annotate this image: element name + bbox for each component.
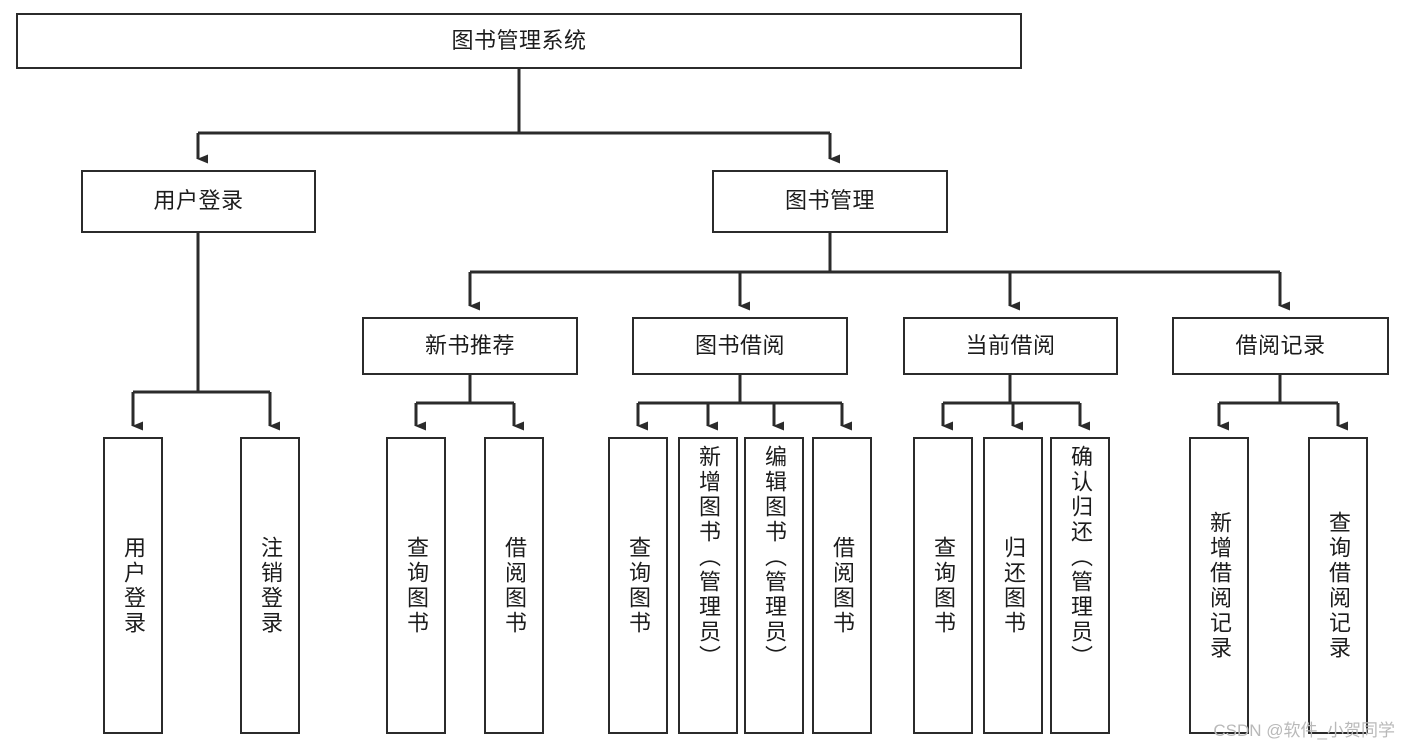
leaf-query-book-current[interactable]: 查询图书 [913,437,973,734]
leaf-return-book[interactable]: 归还图书 [983,437,1043,734]
leaf-add-borrow-record[interactable]: 新增借阅记录 [1189,437,1249,734]
leaf-borrow-book-new-label: 借阅图书 [502,535,527,636]
leaf-query-book-borrow[interactable]: 查询图书 [608,437,668,734]
node-new-book-recommend[interactable]: 新书推荐 [362,317,578,375]
leaf-query-book-new[interactable]: 查询图书 [386,437,446,734]
leaf-user-login[interactable]: 用户登录 [103,437,163,734]
leaf-user-logout[interactable]: 注销登录 [240,437,300,734]
node-current-borrow[interactable]: 当前借阅 [903,317,1118,375]
leaf-lend-book-label: 借阅图书 [830,535,855,636]
leaf-edit-book-admin[interactable]: 编辑图书（管理员） [744,437,804,734]
leaf-add-borrow-record-label: 新增借阅记录 [1207,510,1232,661]
node-current-borrow-label: 当前借阅 [965,332,1056,358]
node-root[interactable]: 图书管理系统 [16,13,1022,69]
leaf-add-book-admin[interactable]: 新增图书（管理员） [678,437,738,734]
leaf-query-book-current-label: 查询图书 [931,535,956,636]
leaf-confirm-return-admin[interactable]: 确认归还（管理员） [1050,437,1110,734]
leaf-return-book-label: 归还图书 [1001,535,1026,636]
node-borrow-records[interactable]: 借阅记录 [1172,317,1389,375]
node-user-login[interactable]: 用户登录 [81,170,316,233]
leaf-confirm-return-admin-label: 确认归还（管理员） [1068,445,1093,670]
node-new-book-recommend-label: 新书推荐 [424,332,515,358]
node-book-management-label: 图书管理 [784,188,875,214]
leaf-query-book-borrow-label: 查询图书 [626,535,651,636]
leaf-user-logout-label: 注销登录 [258,535,283,636]
leaf-edit-book-admin-label: 编辑图书（管理员） [762,445,787,670]
node-book-borrow-label: 图书借阅 [694,332,785,358]
leaf-borrow-book-new[interactable]: 借阅图书 [484,437,544,734]
leaf-query-book-new-label: 查询图书 [404,535,429,636]
leaf-query-borrow-record-label: 查询借阅记录 [1326,510,1351,661]
node-book-borrow[interactable]: 图书借阅 [632,317,848,375]
node-root-label: 图书管理系统 [451,27,587,53]
node-borrow-records-label: 借阅记录 [1235,332,1326,358]
leaf-add-book-admin-label: 新增图书（管理员） [696,445,721,670]
node-book-management[interactable]: 图书管理 [712,170,948,233]
leaf-user-login-label: 用户登录 [121,535,146,636]
leaf-lend-book[interactable]: 借阅图书 [812,437,872,734]
node-user-login-label: 用户登录 [153,188,244,214]
leaf-query-borrow-record[interactable]: 查询借阅记录 [1308,437,1368,734]
